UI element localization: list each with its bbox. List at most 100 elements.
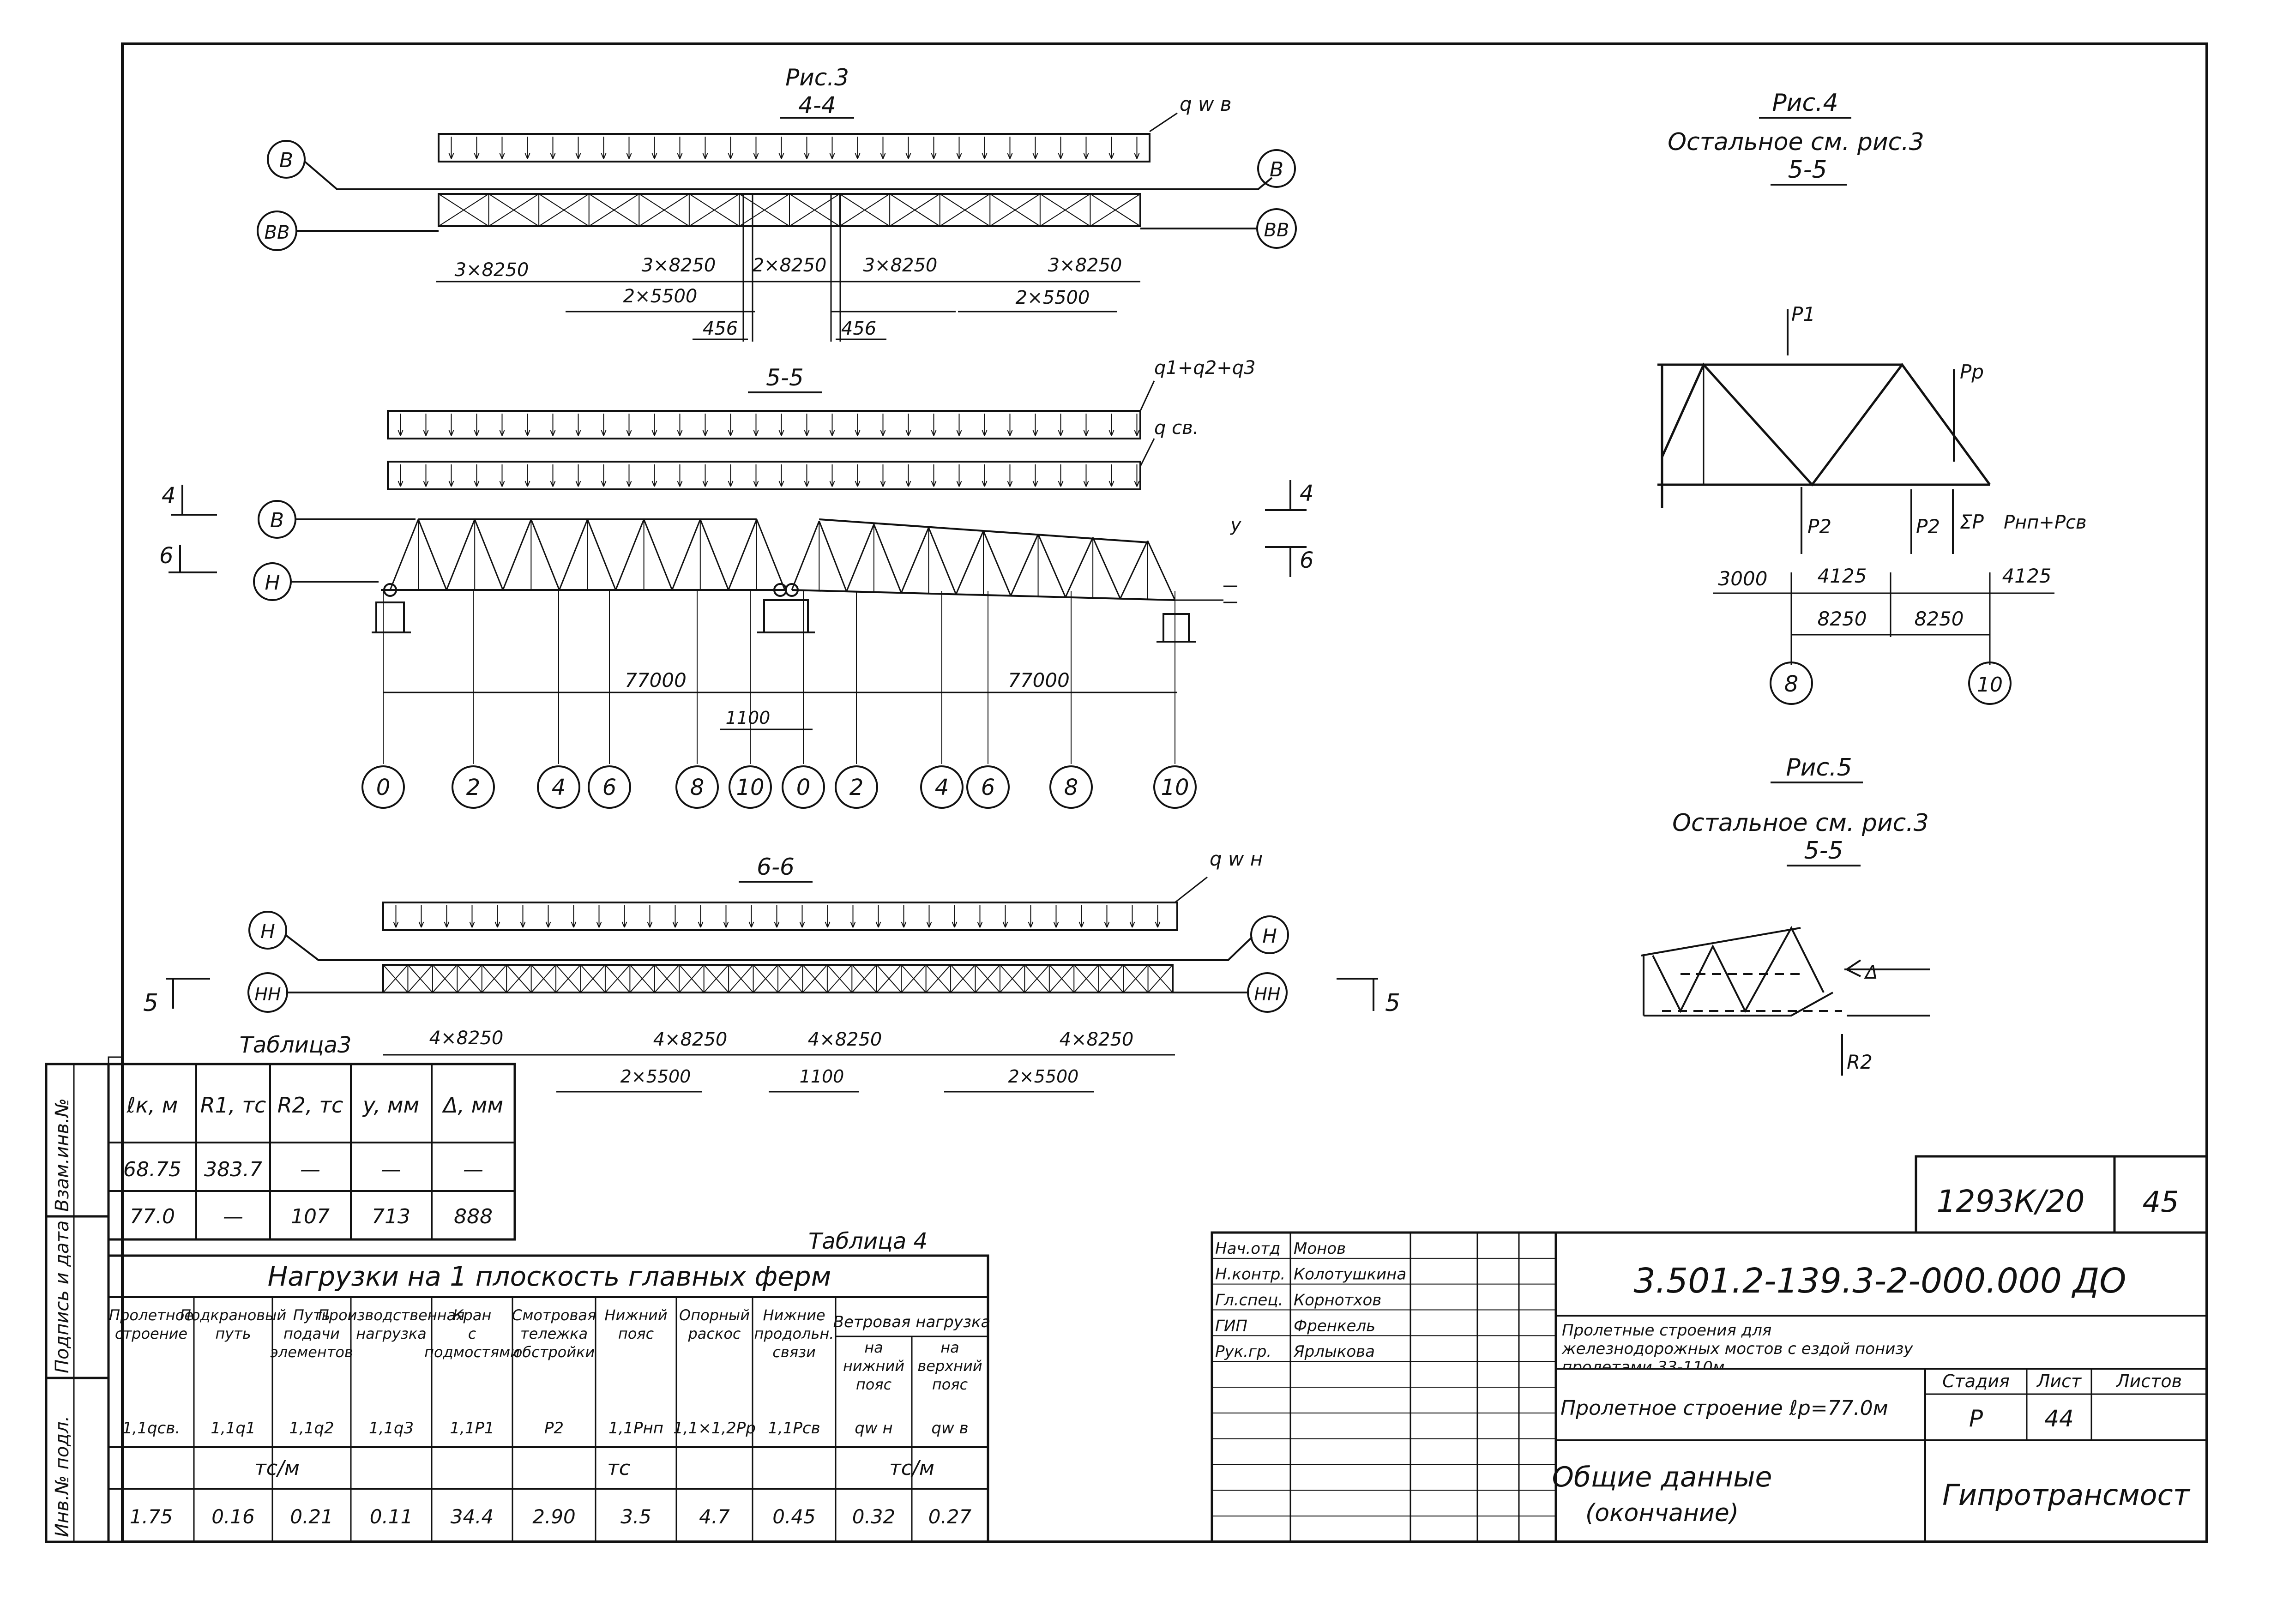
fig3-axis-top-right: В: [1270, 158, 1283, 181]
t3-r2c3: 107: [291, 1205, 330, 1228]
t4-unit-3: тс/м: [889, 1456, 934, 1480]
fig4-force-1: P1: [1791, 303, 1815, 325]
stamp-subtitle: (окончание): [1585, 1499, 1739, 1527]
t3-r2c2: —: [223, 1205, 243, 1228]
fig3-axis-bottom-left: ВВ: [265, 222, 290, 243]
t3-h1: ℓк, м: [126, 1093, 178, 1118]
stamp-title: Общие данные: [1552, 1461, 1772, 1493]
stamp-org: Гипротрансмост: [1942, 1478, 2191, 1512]
t4-formula: 1,1×1,2Pp: [673, 1419, 756, 1438]
stamp-role: Н.контр.: [1215, 1265, 1285, 1284]
t4-formula: 1,1q2: [289, 1419, 334, 1438]
sec66-mark5-left: 5: [143, 989, 158, 1017]
sec55-elevation: 5-5 q1+q2+q3 q св. В Н 4 6 4 6 y: [159, 357, 1314, 809]
node-circle: [1153, 765, 1197, 809]
t4-col-header: нижний: [843, 1357, 904, 1375]
sec66-plan: 6-6 q w н Н НН Н НН 5 5 4×8250 4×8250 4×…: [143, 848, 1400, 1093]
fig4-dim-3: 4125: [2002, 565, 2052, 587]
t4-col-header: Нижние: [763, 1306, 825, 1324]
t3-r1c3: —: [300, 1158, 320, 1181]
t4-value: 0.32: [852, 1505, 896, 1528]
fig3-title: Рис.3: [785, 64, 849, 91]
sec55-load2: q св.: [1154, 417, 1199, 439]
t3-r2c5: 888: [454, 1205, 493, 1228]
stamp-role: Гл.спец.: [1215, 1291, 1283, 1310]
fig3-dim-1: 3×8250: [455, 259, 529, 281]
t4-formula: 1,1q1: [211, 1419, 255, 1438]
stamp-name: Ярлыкова: [1293, 1342, 1375, 1361]
node-label: 8: [690, 775, 705, 800]
node-circle: [1049, 765, 1093, 809]
strip-inv: Инв.№ подл.: [52, 1416, 73, 1537]
node-circle: [782, 765, 825, 809]
t4-value: 0.27: [928, 1505, 972, 1528]
t4-col-header: путь: [215, 1325, 251, 1342]
stamp-name: Колотушкина: [1294, 1265, 1406, 1284]
node-circle: [452, 765, 495, 809]
t4-formula: 1,1P1: [450, 1419, 494, 1438]
t3-r2c1: 77.0: [130, 1205, 175, 1228]
fig3-axis-bottom-right: ВВ: [1264, 220, 1289, 241]
node-label: 4: [552, 775, 566, 800]
t4-col-header: пояс: [856, 1376, 892, 1393]
t4-value: 0.16: [211, 1505, 255, 1528]
t4-formula: 1,1q3: [369, 1419, 414, 1438]
sec55-mark6-left: 6: [159, 543, 174, 569]
fig3-dim-3: 2×8250: [753, 255, 827, 276]
t4-col-header: раскос: [687, 1325, 741, 1342]
t3-r2c4: 713: [372, 1205, 410, 1228]
strip-replace: Взам.инв.№: [52, 1098, 73, 1212]
t3-h3: R2, тс: [277, 1093, 343, 1118]
t4-value: 4.7: [699, 1505, 730, 1528]
t4-col-header: Кран: [453, 1306, 492, 1324]
sec55-gap: 1100: [726, 708, 771, 728]
fig3-section: 4-4: [798, 92, 836, 119]
node-circle: [361, 765, 405, 809]
fig3-dim-5: 3×8250: [1048, 255, 1122, 276]
node-circle: [675, 765, 719, 809]
sec66-load-label: q w н: [1210, 848, 1263, 870]
title-block: 1293К/20 45 3.501.2-139.3-2-000.000 ДО П…: [1211, 1155, 2208, 1543]
t4-formula: P2: [544, 1419, 564, 1438]
sheet-frame: [121, 42, 2208, 1543]
fig4-note: Остальное см. рис.3: [1668, 128, 1924, 156]
t4-col-header: продольн.: [754, 1325, 834, 1342]
t4-col-header: Путь: [293, 1306, 331, 1324]
t4-formula: qw в: [931, 1419, 968, 1438]
fig4-node-2: 10: [1977, 673, 2003, 697]
node-label: 4: [935, 775, 949, 800]
fig5-force: R2: [1847, 1051, 1873, 1073]
table4-heading: Нагрузки на 1 плоскость главных ферм: [268, 1261, 831, 1292]
t4-unit-1: тс/м: [254, 1456, 300, 1480]
table4-wind: Ветровая нагрузка: [833, 1313, 991, 1331]
node-label: 2: [466, 775, 481, 800]
t4-col-header: строение: [115, 1325, 187, 1342]
t3-r1c4: —: [381, 1158, 401, 1181]
fig4-dim-5: 8250: [1915, 607, 1964, 630]
t4-col-header: Нижний: [604, 1306, 667, 1324]
t3-r1c1: 68.75: [123, 1158, 181, 1181]
t4-col-header: Пролетное: [109, 1306, 193, 1324]
sec55-axis-top: В: [270, 509, 284, 532]
fig4-section: 5-5: [1788, 156, 1827, 184]
sec55-mark4-right: 4: [1300, 481, 1314, 506]
node-circle: [966, 765, 1010, 809]
t4-col-header: Опорный: [679, 1306, 750, 1324]
stamp-stage-label: Стадия: [1942, 1371, 2010, 1391]
node-circle: [835, 765, 878, 809]
t4-value: 2.90: [532, 1505, 576, 1528]
stamp-role: Нач.отд: [1215, 1239, 1280, 1258]
node-circle: [537, 765, 580, 809]
stamp-name: Френкель: [1294, 1317, 1375, 1335]
fig5-title: Рис.5: [1786, 754, 1852, 782]
node-label: 6: [981, 775, 995, 800]
sec66-mark5-right: 5: [1385, 989, 1400, 1017]
sec55-y-label: y: [1230, 514, 1242, 535]
stamp-name: Корнотхов: [1294, 1291, 1381, 1310]
t4-col-header: обстройки: [513, 1343, 595, 1361]
t4-value: 0.21: [290, 1505, 333, 1528]
table3-title: Таблица3: [240, 1032, 352, 1058]
fig5-section: 5-5: [1804, 837, 1843, 865]
node-label: 0: [376, 775, 391, 800]
